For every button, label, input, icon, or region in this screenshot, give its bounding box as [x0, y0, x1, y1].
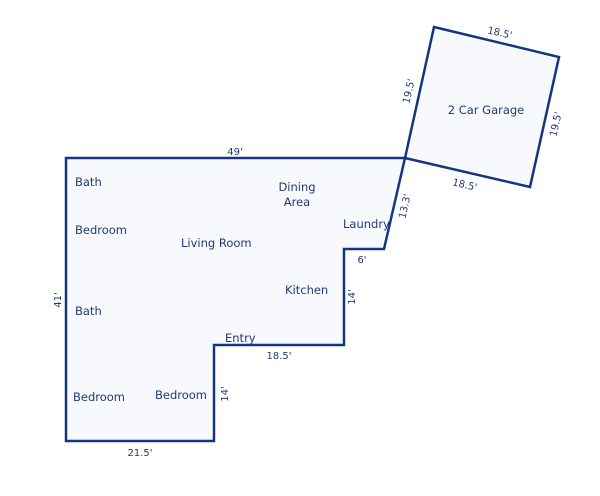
room-label-bedroom-2: Bedroom — [73, 390, 125, 404]
dim-kitchen-side: 14' — [347, 289, 358, 304]
room-label-bath: Bath — [75, 175, 102, 189]
dim-bedroom-side: 14' — [220, 386, 231, 401]
dim-top: 49' — [227, 147, 242, 158]
room-label-entry: Entry — [225, 331, 256, 345]
room-label-dining-area: Area — [284, 195, 310, 209]
room-label-kitchen: Kitchen — [285, 283, 328, 297]
dim-garage-top: 18.5' — [486, 25, 513, 41]
dim-left: 41' — [53, 292, 64, 307]
dim-garage-left: 19.5' — [401, 78, 417, 105]
room-label-bath-2: Bath — [75, 304, 102, 318]
dim-laundry-step: 6' — [357, 255, 366, 266]
dim-garage-bottom: 18.5' — [451, 177, 478, 193]
garage-outline — [403, 25, 561, 189]
room-label-living-room: Living Room — [181, 236, 252, 250]
room-label-bedroom-3: Bedroom — [155, 388, 207, 402]
dim-entry-step: 18.5' — [266, 351, 291, 362]
room-label-garage: 2 Car Garage — [448, 103, 525, 117]
dim-garage-right: 19.5' — [548, 111, 564, 138]
dim-bottom: 21.5' — [127, 448, 152, 459]
main-house-outline — [64, 156, 407, 443]
dim-diagonal: 13.3' — [397, 193, 413, 220]
room-label-laundry: Laundry — [343, 217, 390, 231]
room-label-bedroom: Bedroom — [75, 223, 127, 237]
room-label-dining: Dining — [278, 180, 315, 194]
